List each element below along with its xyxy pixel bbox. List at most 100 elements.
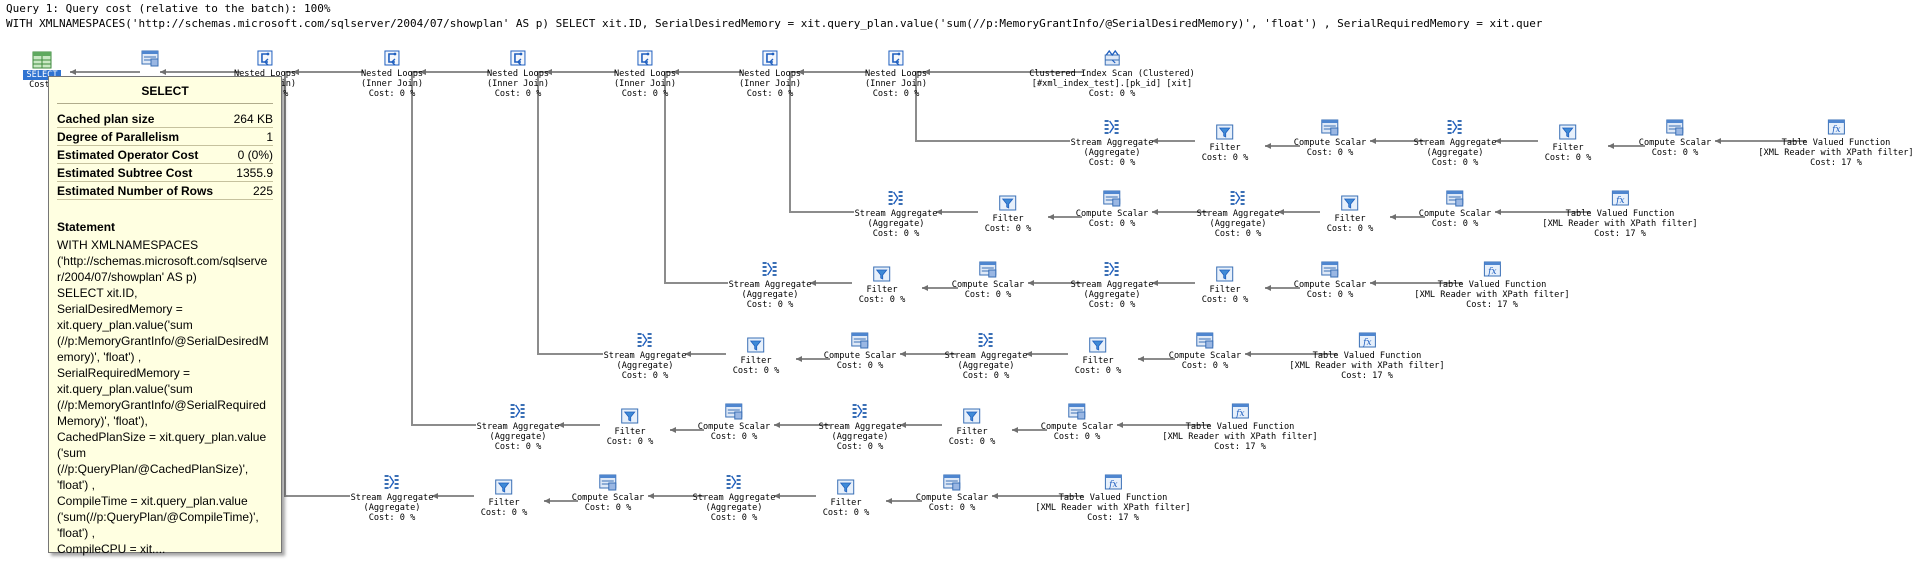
filter-icon	[1340, 193, 1360, 213]
connector-arrowhead	[1390, 214, 1396, 220]
property-key: Estimated Subtree Cost	[57, 163, 230, 182]
connector-arrowhead	[420, 69, 426, 75]
connector-arrowhead	[924, 69, 930, 75]
connector-arrowhead	[160, 69, 166, 75]
stream-aggregate[interactable]: Stream Aggregate(Aggregate)Cost: 0 %	[1414, 117, 1496, 168]
operator-label: Cost: 0 %	[948, 437, 996, 447]
connector-arrowhead	[1012, 427, 1018, 433]
operator-label: Cost: 0 %	[746, 300, 794, 310]
operator-label: Compute Scalar	[915, 493, 989, 503]
stream-aggregate-icon	[850, 401, 870, 421]
compute-scalar-icon	[850, 330, 870, 350]
operator-label: [XML Reader with XPath filter]	[1162, 432, 1318, 442]
nested-loops-5[interactable]: Nested Loops(Inner Join)Cost: 0 %	[739, 48, 801, 99]
operator-label: (Inner Join)	[486, 79, 550, 89]
stream-aggregate[interactable]: Stream Aggregate(Aggregate)Cost: 0 %	[1197, 188, 1279, 239]
operator-label: Filter	[614, 427, 646, 437]
connector-arrowhead	[1152, 280, 1158, 286]
operator-label: (Aggregate)	[741, 290, 799, 300]
operator-label: Filter	[992, 214, 1024, 224]
compute-scalar-top[interactable]	[140, 48, 160, 69]
stream-aggregate[interactable]: Stream Aggregate(Aggregate)Cost: 0 %	[477, 401, 559, 452]
operator-label: Cost: 17 %	[1087, 513, 1139, 523]
property-key: Degree of Parallelism	[57, 127, 230, 146]
nested-loops-3[interactable]: Nested Loops(Inner Join)Cost: 0 %	[487, 48, 549, 99]
select-cost: Cost:	[29, 80, 55, 90]
property-value: 1	[229, 127, 273, 146]
filter-icon	[836, 477, 856, 497]
operator-label: [XML Reader with XPath filter]	[1542, 219, 1698, 229]
connector-arrowhead	[1265, 285, 1271, 291]
stream-aggregate[interactable]: Stream Aggregate(Aggregate)Cost: 0 %	[1071, 259, 1153, 310]
connector-arrowhead	[546, 69, 552, 75]
stream-aggregate[interactable]: Stream Aggregate(Aggregate)Cost: 0 %	[819, 401, 901, 452]
compute-scalar-icon	[942, 472, 962, 492]
operator-label: Stream Aggregate	[728, 280, 812, 290]
connector-arrowhead	[1715, 138, 1721, 144]
filter-icon	[872, 264, 892, 284]
clustered-index-scan[interactable]: Clustered Index Scan (Clustered)[#xml_in…	[1029, 48, 1195, 99]
nested-loops-2[interactable]: Nested Loops(Inner Join)Cost: 0 %	[361, 48, 423, 99]
operator-label: Stream Aggregate	[350, 493, 434, 503]
nested-loops-4[interactable]: Nested Loops(Inner Join)Cost: 0 %	[614, 48, 676, 99]
connector-elbow	[411, 71, 476, 426]
operator-label: Compute Scalar	[1293, 138, 1367, 148]
connector-arrowhead	[1370, 280, 1376, 286]
operator-label: Cost: 0 %	[836, 442, 884, 452]
stream-aggregate[interactable]: Stream Aggregate(Aggregate)Cost: 0 %	[945, 330, 1027, 381]
stream-aggregate[interactable]: Stream Aggregate(Aggregate)Cost: 0 %	[350, 472, 434, 523]
svg-text:fx: fx	[1831, 125, 1840, 135]
stream-aggregate[interactable]: Stream Aggregate(Aggregate)Cost: 0 %	[728, 259, 812, 310]
stream-aggregate[interactable]: Stream Aggregate(Aggregate)Cost: 0 %	[604, 330, 686, 381]
connector-arrowhead	[810, 280, 816, 286]
stream-aggregate[interactable]: Stream Aggregate(Aggregate)Cost: 0 %	[1071, 117, 1153, 168]
operator-label: Compute Scalar	[1638, 138, 1712, 148]
stream-aggregate[interactable]: Stream Aggregate(Aggregate)Cost: 0 %	[855, 188, 937, 239]
connector-arrowhead	[1028, 280, 1034, 286]
connector-elbow	[664, 71, 728, 284]
operator-label: Cost: 17 %	[1341, 371, 1393, 381]
operator-label: Cost: 0 %	[1651, 148, 1699, 158]
operator-label: Cost: 17 %	[1594, 229, 1646, 239]
select-node[interactable]: SELECT Cost:	[14, 50, 70, 90]
stream-aggregate[interactable]: Stream Aggregate(Aggregate)Cost: 0 %	[693, 472, 775, 523]
nested-loops-6[interactable]: Nested Loops(Inner Join)Cost: 0 %	[865, 48, 927, 99]
operator-label: Filter	[1209, 285, 1241, 295]
operator-label: Cost: 0 %	[584, 503, 632, 513]
operator-label: Filter	[1552, 143, 1584, 153]
